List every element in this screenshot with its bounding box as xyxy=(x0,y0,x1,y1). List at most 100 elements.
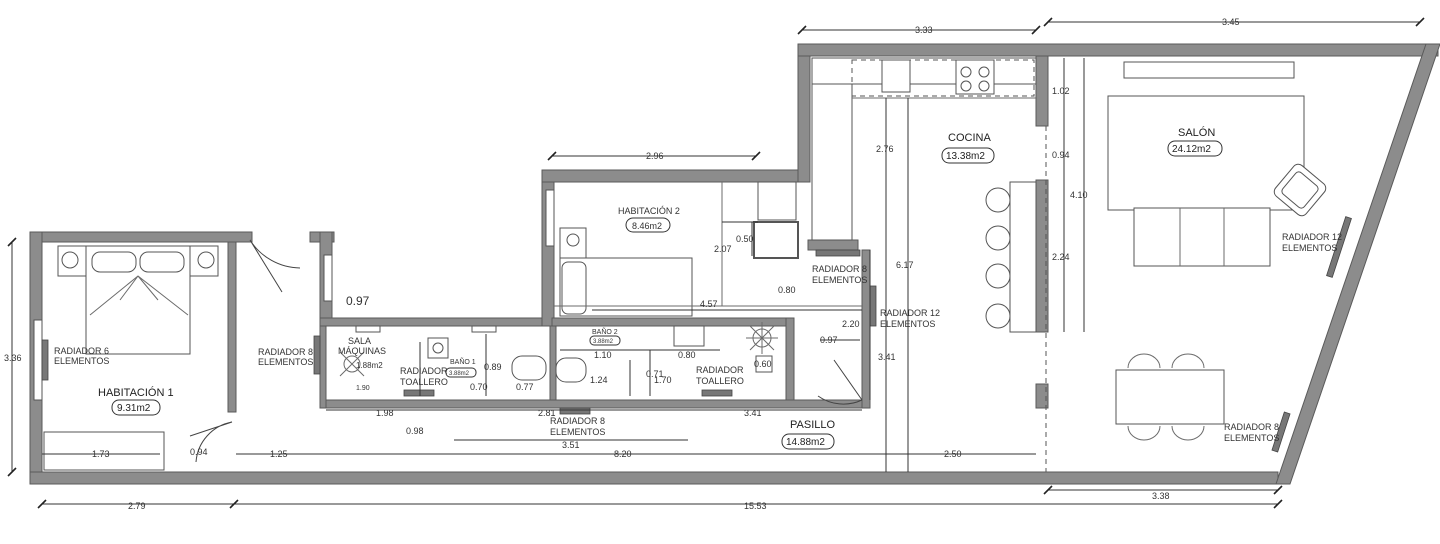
radiator-label: RADIADOR 12 xyxy=(1282,232,1342,242)
area-box xyxy=(1167,140,1223,157)
dim-080b: 0.80 xyxy=(678,350,696,360)
radiator-label: RADIADOR 8 xyxy=(812,264,867,274)
dryer xyxy=(753,221,799,259)
dim-276: 2.76 xyxy=(876,144,894,154)
wall-top xyxy=(797,43,1439,57)
bed-sheet xyxy=(89,275,189,316)
room-name-bano2: BAÑO 2 xyxy=(592,327,618,336)
dim-220: 2.20 xyxy=(842,319,860,329)
dim-050: 0.50 xyxy=(736,234,754,244)
sofa xyxy=(1133,207,1271,267)
wall-kitchen-salon-top xyxy=(1035,55,1049,127)
wall-hab1-right xyxy=(227,241,237,413)
room-area-bano1: 3.88m2 xyxy=(449,371,470,377)
wall-bath2-right xyxy=(785,317,795,401)
burner xyxy=(978,80,990,92)
radiator-label: RADIADOR xyxy=(696,365,744,375)
window-entry xyxy=(323,254,333,302)
window-hab2 xyxy=(545,189,555,247)
dim-125: 1.25 xyxy=(270,449,288,459)
counter-left xyxy=(811,83,853,241)
room-name-habitacion2: HABITACIÓN 2 xyxy=(618,206,680,216)
radiator-cocina xyxy=(869,285,877,327)
door-entry[interactable] xyxy=(249,239,301,293)
dim-341v: 3.41 xyxy=(878,352,896,362)
shower-drain xyxy=(755,355,773,373)
stool xyxy=(985,263,1011,289)
door-hab1[interactable] xyxy=(189,421,233,463)
dim-338: 3.38 xyxy=(1152,491,1170,501)
dim-173: 1.73 xyxy=(92,449,110,459)
stool xyxy=(985,187,1011,213)
dim-060: 0.60 xyxy=(754,359,772,369)
burner xyxy=(978,66,990,78)
door-pasillo[interactable] xyxy=(817,359,863,405)
room-name-cocina: COCINA xyxy=(948,132,991,144)
dimension-lines xyxy=(7,17,1425,509)
toilet xyxy=(511,355,547,381)
room-area-bano2: 3.88m2 xyxy=(593,339,614,345)
counter-top xyxy=(811,57,1037,85)
dim-617: 6.17 xyxy=(896,260,914,270)
radiator-toallero-1 xyxy=(403,389,435,397)
radiator-label: RADIADOR 8 xyxy=(258,347,313,357)
dim-250: 2.50 xyxy=(944,449,962,459)
tv-unit xyxy=(1123,61,1295,79)
room-area-habitacion2: 8.46m2 xyxy=(632,221,662,231)
radiator-label: TOALLERO xyxy=(400,377,448,387)
stool xyxy=(985,225,1011,251)
radiator-label: RADIADOR 8 xyxy=(550,416,605,426)
radiator-label: TOALLERO xyxy=(696,376,744,386)
radiator-salon-bottom xyxy=(1271,411,1291,453)
dimension-labels: 3.33 3.45 2.96 3.36 0.97 1.02 0.94 4.10 … xyxy=(4,17,1240,511)
radiator-label: RADIADOR 12 xyxy=(880,308,940,318)
dining-chairs xyxy=(1127,353,1205,441)
radiator-label: RADIADOR xyxy=(400,366,448,376)
radiator-label: ELEMENTOS xyxy=(880,319,935,329)
room-area-sala: 1.88m2 xyxy=(356,361,383,370)
room-name-salon: SALÓN xyxy=(1178,126,1215,139)
wall-bottom xyxy=(29,471,1279,485)
wardrobe xyxy=(43,431,165,471)
dining-table xyxy=(1115,369,1225,425)
dim-170: 1.70 xyxy=(654,375,672,385)
radiator-toallero-2 xyxy=(701,389,733,397)
dim-098: 0.98 xyxy=(406,426,424,436)
dim-820: 8.20 xyxy=(614,449,632,459)
area-box xyxy=(781,433,835,450)
dim-190: 1.90 xyxy=(356,385,370,392)
dim-094a: 0.94 xyxy=(1052,150,1070,160)
wall-bath2-top xyxy=(551,317,793,327)
dim-207: 2.07 xyxy=(714,244,732,254)
toilet xyxy=(555,357,587,383)
room-name-sala-line2: MÁQUINAS xyxy=(338,346,386,356)
room-area-pasillo: 14.88m2 xyxy=(786,437,825,448)
dim-102: 1.02 xyxy=(1052,86,1070,96)
window-hab1 xyxy=(33,319,43,401)
pillow xyxy=(561,261,587,315)
radiator-label: ELEMENTOS xyxy=(1282,243,1337,253)
wall-bath-divider xyxy=(549,325,557,401)
burner xyxy=(960,80,972,92)
area-box xyxy=(941,147,995,164)
dim-410: 4.10 xyxy=(1070,190,1088,200)
dim-296: 2.96 xyxy=(646,151,664,161)
dim-110: 1.10 xyxy=(594,350,612,360)
boiler-cross xyxy=(339,351,365,377)
area-box xyxy=(589,335,621,346)
wall-salon-diagonal xyxy=(1275,43,1440,485)
dim-281: 2.81 xyxy=(538,408,556,418)
boiler xyxy=(343,355,361,373)
nightstand-lamp xyxy=(61,251,79,269)
radiator-salon-top xyxy=(1326,216,1352,278)
dim-345: 3.45 xyxy=(1222,17,1240,27)
wall-bath-left xyxy=(319,325,327,409)
dim-224: 2.24 xyxy=(1052,252,1070,262)
radiator-pasillo xyxy=(559,407,591,415)
radiator-label: ELEMENTOS xyxy=(812,275,867,285)
room-area-cocina: 13.38m2 xyxy=(946,151,985,162)
doors xyxy=(189,239,863,463)
radiator-labels: RADIADOR 6 ELEMENTOS RADIADOR 8 ELEMENTO… xyxy=(54,232,1342,443)
dim-071: 0.71 xyxy=(646,369,664,379)
radiator-label: RADIADOR 6 xyxy=(54,346,109,356)
